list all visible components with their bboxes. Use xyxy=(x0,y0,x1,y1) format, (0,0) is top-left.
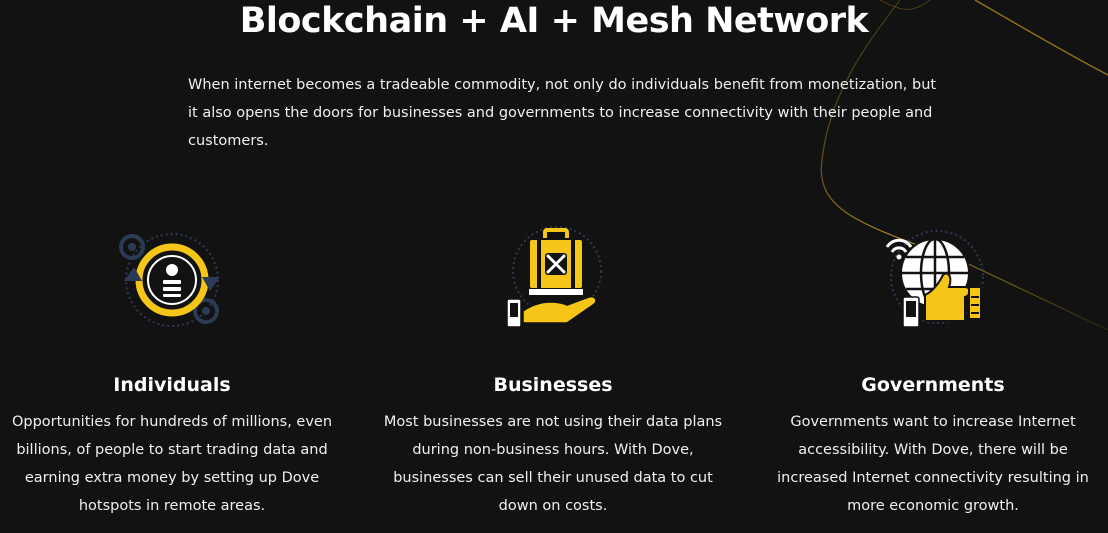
wifi-icon xyxy=(885,238,913,260)
feature-businesses: Businesses Most businesses are not using… xyxy=(373,225,733,520)
intro-paragraph: When internet becomes a tradeable commod… xyxy=(188,77,937,149)
feature-description: Governments want to increase Internet ac… xyxy=(777,414,1089,514)
feature-description: Opportunities for hundreds of millions, … xyxy=(11,414,333,514)
suitcase-hand-icon xyxy=(506,226,602,328)
feature-title: Businesses xyxy=(493,374,613,396)
page-title: Blockchain + AI + Mesh Network xyxy=(239,1,869,41)
feature-title: Individuals xyxy=(113,374,231,396)
feature-governments: Governments Governments want to increase… xyxy=(753,225,1108,520)
feature-title: Governments xyxy=(861,374,1005,396)
feature-individuals: Individuals Opportunities for hundreds o… xyxy=(0,225,352,520)
person-gear-cycle-icon xyxy=(119,233,220,327)
globe-thumbs-up-icon xyxy=(885,230,984,328)
feature-description: Most businesses are not using their data… xyxy=(383,414,723,514)
